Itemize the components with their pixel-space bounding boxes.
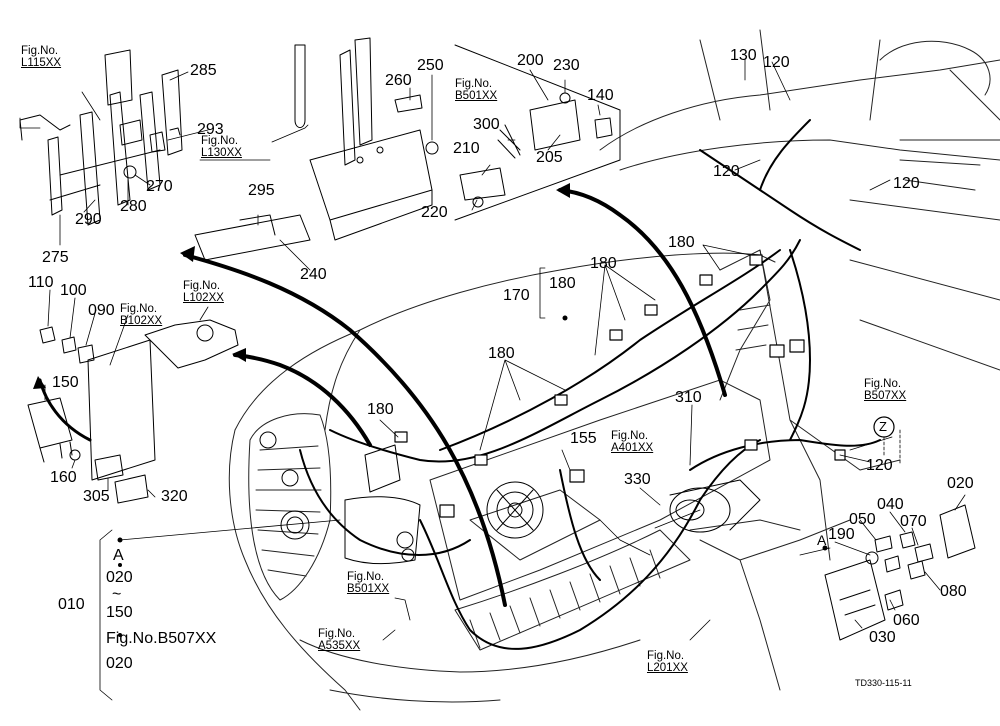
connector-group (824, 504, 976, 641)
label-070: 070 (900, 513, 927, 530)
label-290: 290 (75, 211, 102, 228)
label-110: 110 (28, 274, 54, 291)
label-210: 210 (453, 140, 480, 157)
label-120-right: 120 (893, 175, 920, 192)
label-230: 230 (553, 57, 580, 74)
label-090: 090 (88, 302, 115, 319)
label-260: 260 (385, 72, 412, 89)
label-200: 200 (517, 52, 544, 69)
arrow-heads (33, 183, 570, 389)
tractor-body-outline (228, 29, 1000, 711)
label-150: 150 (52, 374, 79, 391)
group-to-150: 150 (106, 604, 133, 621)
fig-ref-l115: Fig.No.L115XX (21, 45, 62, 70)
label-205: 205 (536, 149, 563, 166)
label-030: 030 (869, 629, 896, 646)
label-020: 020 (947, 475, 974, 492)
label-280: 280 (120, 198, 147, 215)
label-295: 295 (248, 182, 275, 199)
leader-lines (44, 59, 966, 641)
group-from-020: 020 (106, 569, 133, 586)
label-250: 250 (417, 57, 444, 74)
harness-clamps (394, 254, 846, 518)
label-160: 160 (50, 469, 77, 486)
fig-ref-b507-right: Fig.No.B507XX (864, 378, 907, 403)
fig-ref-b501-top: Fig.No.B501XX (455, 78, 498, 103)
label-040: 040 (877, 496, 904, 513)
reference-dots (117, 315, 828, 637)
group-fig-ref-b507: Fig.No.B507XX (106, 630, 217, 647)
ref-brackets (19, 117, 546, 701)
fig-ref-l130: Fig.No.L130XX (201, 135, 242, 160)
label-155: 155 (570, 430, 597, 447)
label-050: 050 (849, 511, 876, 528)
z-marker-label: Z (879, 419, 887, 434)
label-320: 320 (161, 488, 188, 505)
label-080: 080 (940, 583, 967, 600)
drawing-code: TD330-115-11 (855, 678, 912, 688)
label-310: 310 (675, 389, 702, 406)
label-300: 300 (473, 116, 500, 133)
label-170: 170 (503, 287, 530, 304)
fig-ref-b501-bottom: Fig.No.B501XX (347, 571, 390, 596)
label-010: 010 (58, 596, 85, 613)
label-180-left: 180 (367, 401, 394, 418)
fig-ref-b102: Fig.No.B102XX (120, 303, 163, 328)
callout-arrows (38, 188, 727, 607)
label-120-top: 120 (763, 54, 790, 71)
main-wire-harness (299, 119, 881, 650)
label-100: 100 (60, 282, 87, 299)
heat-shield-assembly (194, 37, 439, 261)
fig-ref-l102: Fig.No.L102XX (183, 280, 224, 305)
label-180-center: 180 (590, 255, 617, 272)
label-190: 190 (828, 526, 855, 543)
label-275: 275 (42, 249, 69, 266)
fig-ref-a401: Fig.No.A401XX (611, 430, 654, 455)
label-120-lower: 120 (866, 457, 893, 474)
relay-bracket-assembly (454, 44, 621, 221)
starter-motor (669, 479, 761, 533)
label-293: 293 (197, 121, 224, 138)
label-305: 305 (83, 488, 110, 505)
group-last-020: 020 (106, 655, 133, 672)
label-120-mid: 120 (713, 163, 740, 180)
group-marker-a: A (113, 547, 124, 564)
label-285: 285 (190, 62, 217, 79)
label-180-upper-right: 180 (668, 234, 695, 251)
label-130: 130 (730, 47, 757, 64)
label-180-group: 180 (549, 275, 576, 292)
group-tilde: ~ (112, 586, 122, 603)
label-060: 060 (893, 612, 920, 629)
label-270: 270 (146, 178, 173, 195)
alternator (486, 481, 544, 539)
fig-ref-a535: Fig.No.A535XX (318, 628, 361, 653)
front-relay-box (344, 444, 421, 565)
label-330: 330 (624, 471, 651, 488)
label-220: 220 (421, 204, 448, 221)
connector-marker-a: A (817, 532, 827, 548)
label-240: 240 (300, 266, 327, 283)
left-bracket-assembly (19, 49, 183, 226)
fig-ref-l201: Fig.No.L201XX (647, 650, 688, 675)
label-180-lower: 180 (488, 345, 515, 362)
label-140: 140 (587, 87, 614, 104)
